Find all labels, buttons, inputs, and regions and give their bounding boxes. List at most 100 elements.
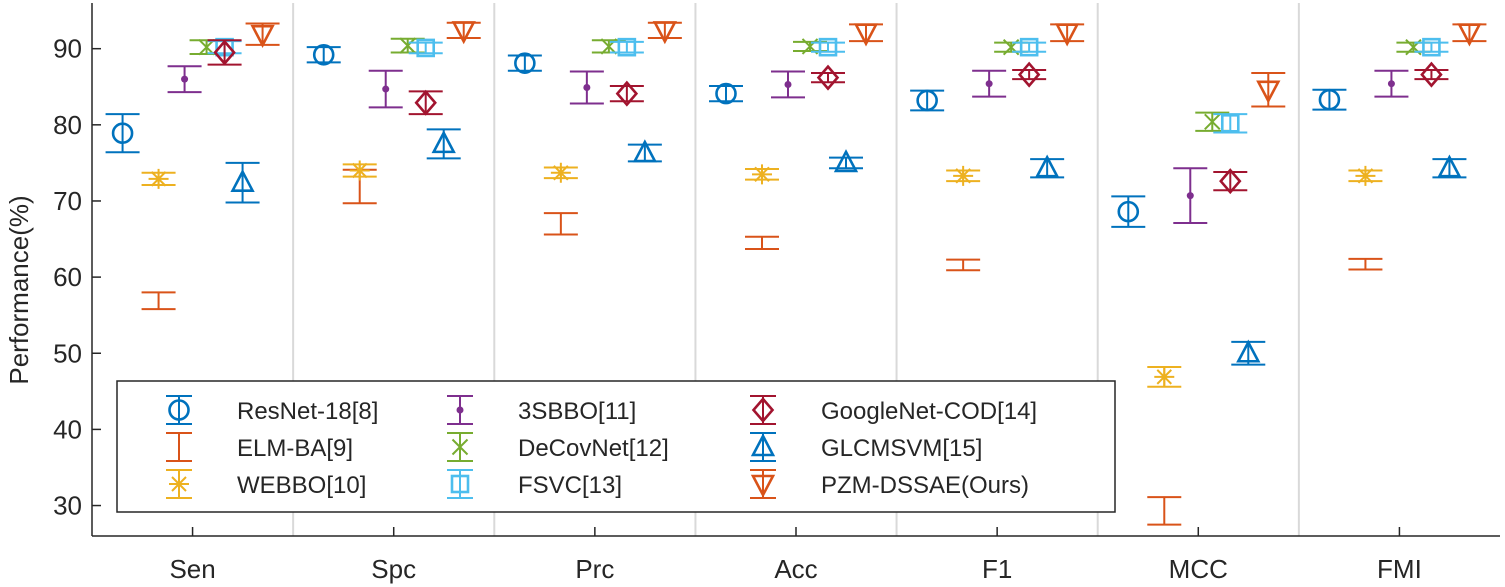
data-point — [1251, 72, 1286, 108]
legend-entry: ELM-BA[9] — [166, 432, 353, 462]
y-tick-label: 80 — [53, 110, 82, 140]
data-point — [1213, 113, 1248, 134]
data-point — [946, 258, 981, 272]
triangle-up-marker — [632, 139, 658, 163]
diamond-marker — [615, 80, 639, 107]
legend-entry: DeCovNet[12] — [447, 432, 669, 462]
data-point — [569, 70, 604, 105]
diamond-marker — [1420, 61, 1443, 88]
triangle-up-marker — [1437, 154, 1462, 178]
circle-marker — [312, 43, 335, 66]
data-point — [1012, 37, 1047, 57]
dot-marker — [583, 84, 591, 92]
y-tick-label: 60 — [53, 262, 82, 292]
series-4 — [189, 37, 1431, 132]
x-marker — [1204, 113, 1221, 130]
data-point — [609, 80, 644, 107]
diamond-marker — [816, 64, 840, 91]
data-point — [1173, 167, 1208, 225]
data-point — [1012, 61, 1047, 88]
triangle-down-marker — [1054, 23, 1080, 47]
data-point — [1374, 69, 1409, 98]
legend-label: DeCovNet[12] — [518, 435, 669, 462]
data-point — [1348, 165, 1383, 186]
legend-entry: 3SBBO[11] — [447, 395, 636, 425]
triangle-down-marker — [853, 23, 879, 47]
diamond-marker — [213, 39, 236, 66]
data-series — [105, 21, 1487, 526]
data-point — [1050, 23, 1085, 47]
data-point — [745, 164, 779, 185]
circle-marker — [1117, 200, 1140, 223]
triangle-down-marker — [1256, 80, 1281, 104]
data-point — [1195, 111, 1230, 132]
diamond-marker — [1017, 61, 1041, 88]
x-tick-label: Spc — [371, 554, 416, 584]
asterisk-marker — [169, 474, 189, 494]
triangle-up-marker — [431, 130, 456, 154]
legend-label: 3SBBO[11] — [518, 398, 636, 425]
square-marker — [416, 38, 436, 58]
data-point — [1147, 496, 1182, 526]
data-point — [225, 161, 260, 204]
series-8 — [245, 21, 1487, 108]
asterisk-marker — [148, 168, 169, 189]
data-point — [910, 89, 945, 112]
legend-label: GoogleNet-COD[14] — [821, 398, 1037, 425]
legend-label: WEBBO[10] — [237, 472, 366, 499]
series-6 — [207, 39, 1449, 195]
triangle-down-marker — [652, 21, 678, 45]
legend: ResNet-18[8] ELM-BA[9] WEBBO[10] 3SBBO[11] D… — [116, 380, 1116, 513]
diamond-marker — [414, 89, 437, 116]
triangle-down-marker — [250, 24, 275, 49]
data-point — [446, 21, 481, 45]
asterisk-marker — [752, 164, 772, 185]
data-point — [1414, 37, 1449, 57]
legend-label: ResNet-18[8] — [237, 398, 378, 425]
data-point — [543, 162, 578, 183]
data-point — [507, 52, 542, 74]
data-point — [946, 165, 981, 186]
y-tick-label: 70 — [53, 186, 82, 216]
square-marker — [818, 37, 838, 57]
legend-label: FSVC[13] — [518, 472, 622, 499]
square-marker — [1422, 37, 1441, 57]
circle-marker — [168, 399, 190, 421]
data-point — [245, 22, 280, 49]
x-marker — [198, 38, 215, 56]
x-tick-label: MCC — [1169, 554, 1228, 584]
data-point — [1111, 195, 1146, 228]
x-tick-label: Acc — [774, 554, 817, 584]
asterisk-marker — [1355, 165, 1376, 186]
legend-label: PZM-DSSAE(Ours) — [821, 472, 1029, 499]
series-2 — [141, 160, 1383, 388]
data-point — [609, 37, 644, 57]
data-point — [207, 39, 242, 66]
triangle-up-marker — [1034, 154, 1060, 178]
square-marker — [617, 37, 637, 57]
data-point — [771, 70, 805, 99]
data-point — [342, 160, 377, 181]
data-point — [647, 21, 682, 45]
y-tick-label: 30 — [53, 491, 82, 521]
series-0 — [105, 43, 1347, 228]
data-point — [1432, 154, 1467, 179]
data-point — [811, 37, 845, 57]
data-point — [1231, 339, 1266, 366]
legend-label: GLCMSVM[15] — [821, 435, 982, 462]
dot-marker — [1387, 80, 1395, 88]
circle-marker — [514, 52, 536, 74]
data-point — [167, 65, 202, 94]
data-point — [849, 23, 883, 47]
triangle-down-marker — [750, 474, 776, 498]
circle-marker — [715, 82, 737, 105]
square-marker — [1019, 37, 1039, 57]
data-point — [306, 43, 341, 66]
triangle-down-marker — [1457, 23, 1482, 47]
y-tick-label: 50 — [53, 338, 82, 368]
square-marker — [1220, 114, 1240, 133]
data-point — [1213, 168, 1248, 195]
legend-entry: PZM-DSSAE(Ours) — [750, 469, 1029, 499]
